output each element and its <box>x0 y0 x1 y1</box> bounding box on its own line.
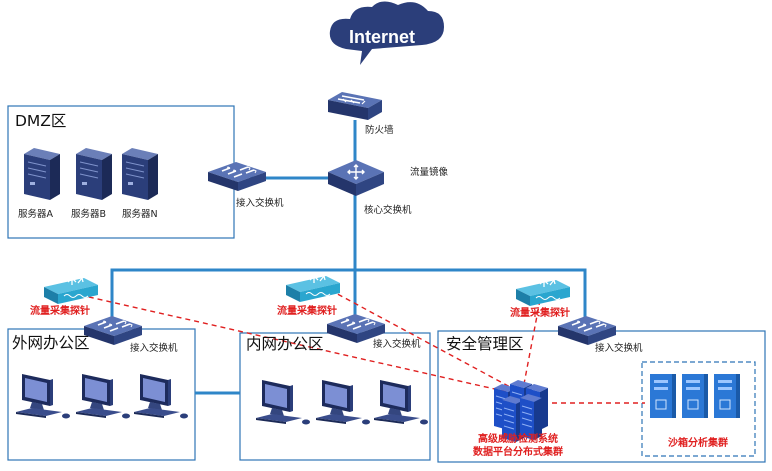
server-a-icon <box>23 147 61 201</box>
outer-office-zone-title: 外网办公区 <box>12 334 90 352</box>
dmz-zone-title: DMZ区 <box>15 112 67 130</box>
server-n-label: 服务器N <box>122 209 158 220</box>
sandbox-label: 沙箱分析集群 <box>668 438 728 449</box>
dmz-access-switch-icon <box>207 161 267 192</box>
dmz-switch-label: 接入交换机 <box>236 198 284 209</box>
sandbox-group-box <box>641 361 756 457</box>
mirror-line-mid <box>329 289 513 389</box>
platform-line-1: 高级威胁检测系统 <box>478 434 558 445</box>
server-n-icon <box>121 147 159 201</box>
mirror-label: 流量镜像 <box>410 167 449 178</box>
probe-outer-label: 流量采集探针 <box>30 306 90 317</box>
probe-security-icon <box>515 279 571 307</box>
distribution-bus <box>110 268 587 330</box>
outer-workstation-icon <box>16 374 70 419</box>
sandbox-cluster-icon <box>649 373 741 419</box>
outer-access-switch-icon <box>83 315 143 346</box>
mirror-line-left <box>79 294 509 393</box>
probe-inner-icon <box>285 275 341 303</box>
internet-label: Internet <box>349 27 416 47</box>
security-switch-label: 接入交换机 <box>595 343 643 354</box>
firewall-icon <box>328 92 382 120</box>
internet-cloud-icon <box>329 1 444 66</box>
server-a-label: 服务器A <box>18 209 53 220</box>
probe-security-label: 流量采集探针 <box>510 308 570 319</box>
security-access-switch-icon <box>557 315 617 346</box>
platform-line-2: 数据平台分布式集群 <box>473 447 563 458</box>
probe-outer-icon <box>43 277 99 305</box>
outer-workstation-icon <box>76 374 130 419</box>
inner-office-zone-title: 内网办公区 <box>246 335 324 353</box>
security-zone-title: 安全管理区 <box>446 335 524 353</box>
outer-workstation-icon <box>134 374 188 419</box>
inner-workstation-icon <box>316 380 370 425</box>
server-b-label: 服务器B <box>71 209 107 220</box>
inner-workstation-icon <box>256 380 310 425</box>
platform-cluster-caption: 高级威胁检测系统 数据平台分布式集群 <box>463 433 573 459</box>
inner-workstation-icon <box>374 380 428 425</box>
outer-switch-label: 接入交换机 <box>130 343 178 354</box>
server-b-icon <box>75 147 113 201</box>
firewall-label: 防火墙 <box>365 125 394 136</box>
inner-switch-label: 接入交换机 <box>373 339 421 350</box>
core-switch-icon <box>328 160 384 196</box>
core-switch-label: 核心交换机 <box>364 205 412 216</box>
probe-inner-label: 流量采集探针 <box>277 306 337 317</box>
